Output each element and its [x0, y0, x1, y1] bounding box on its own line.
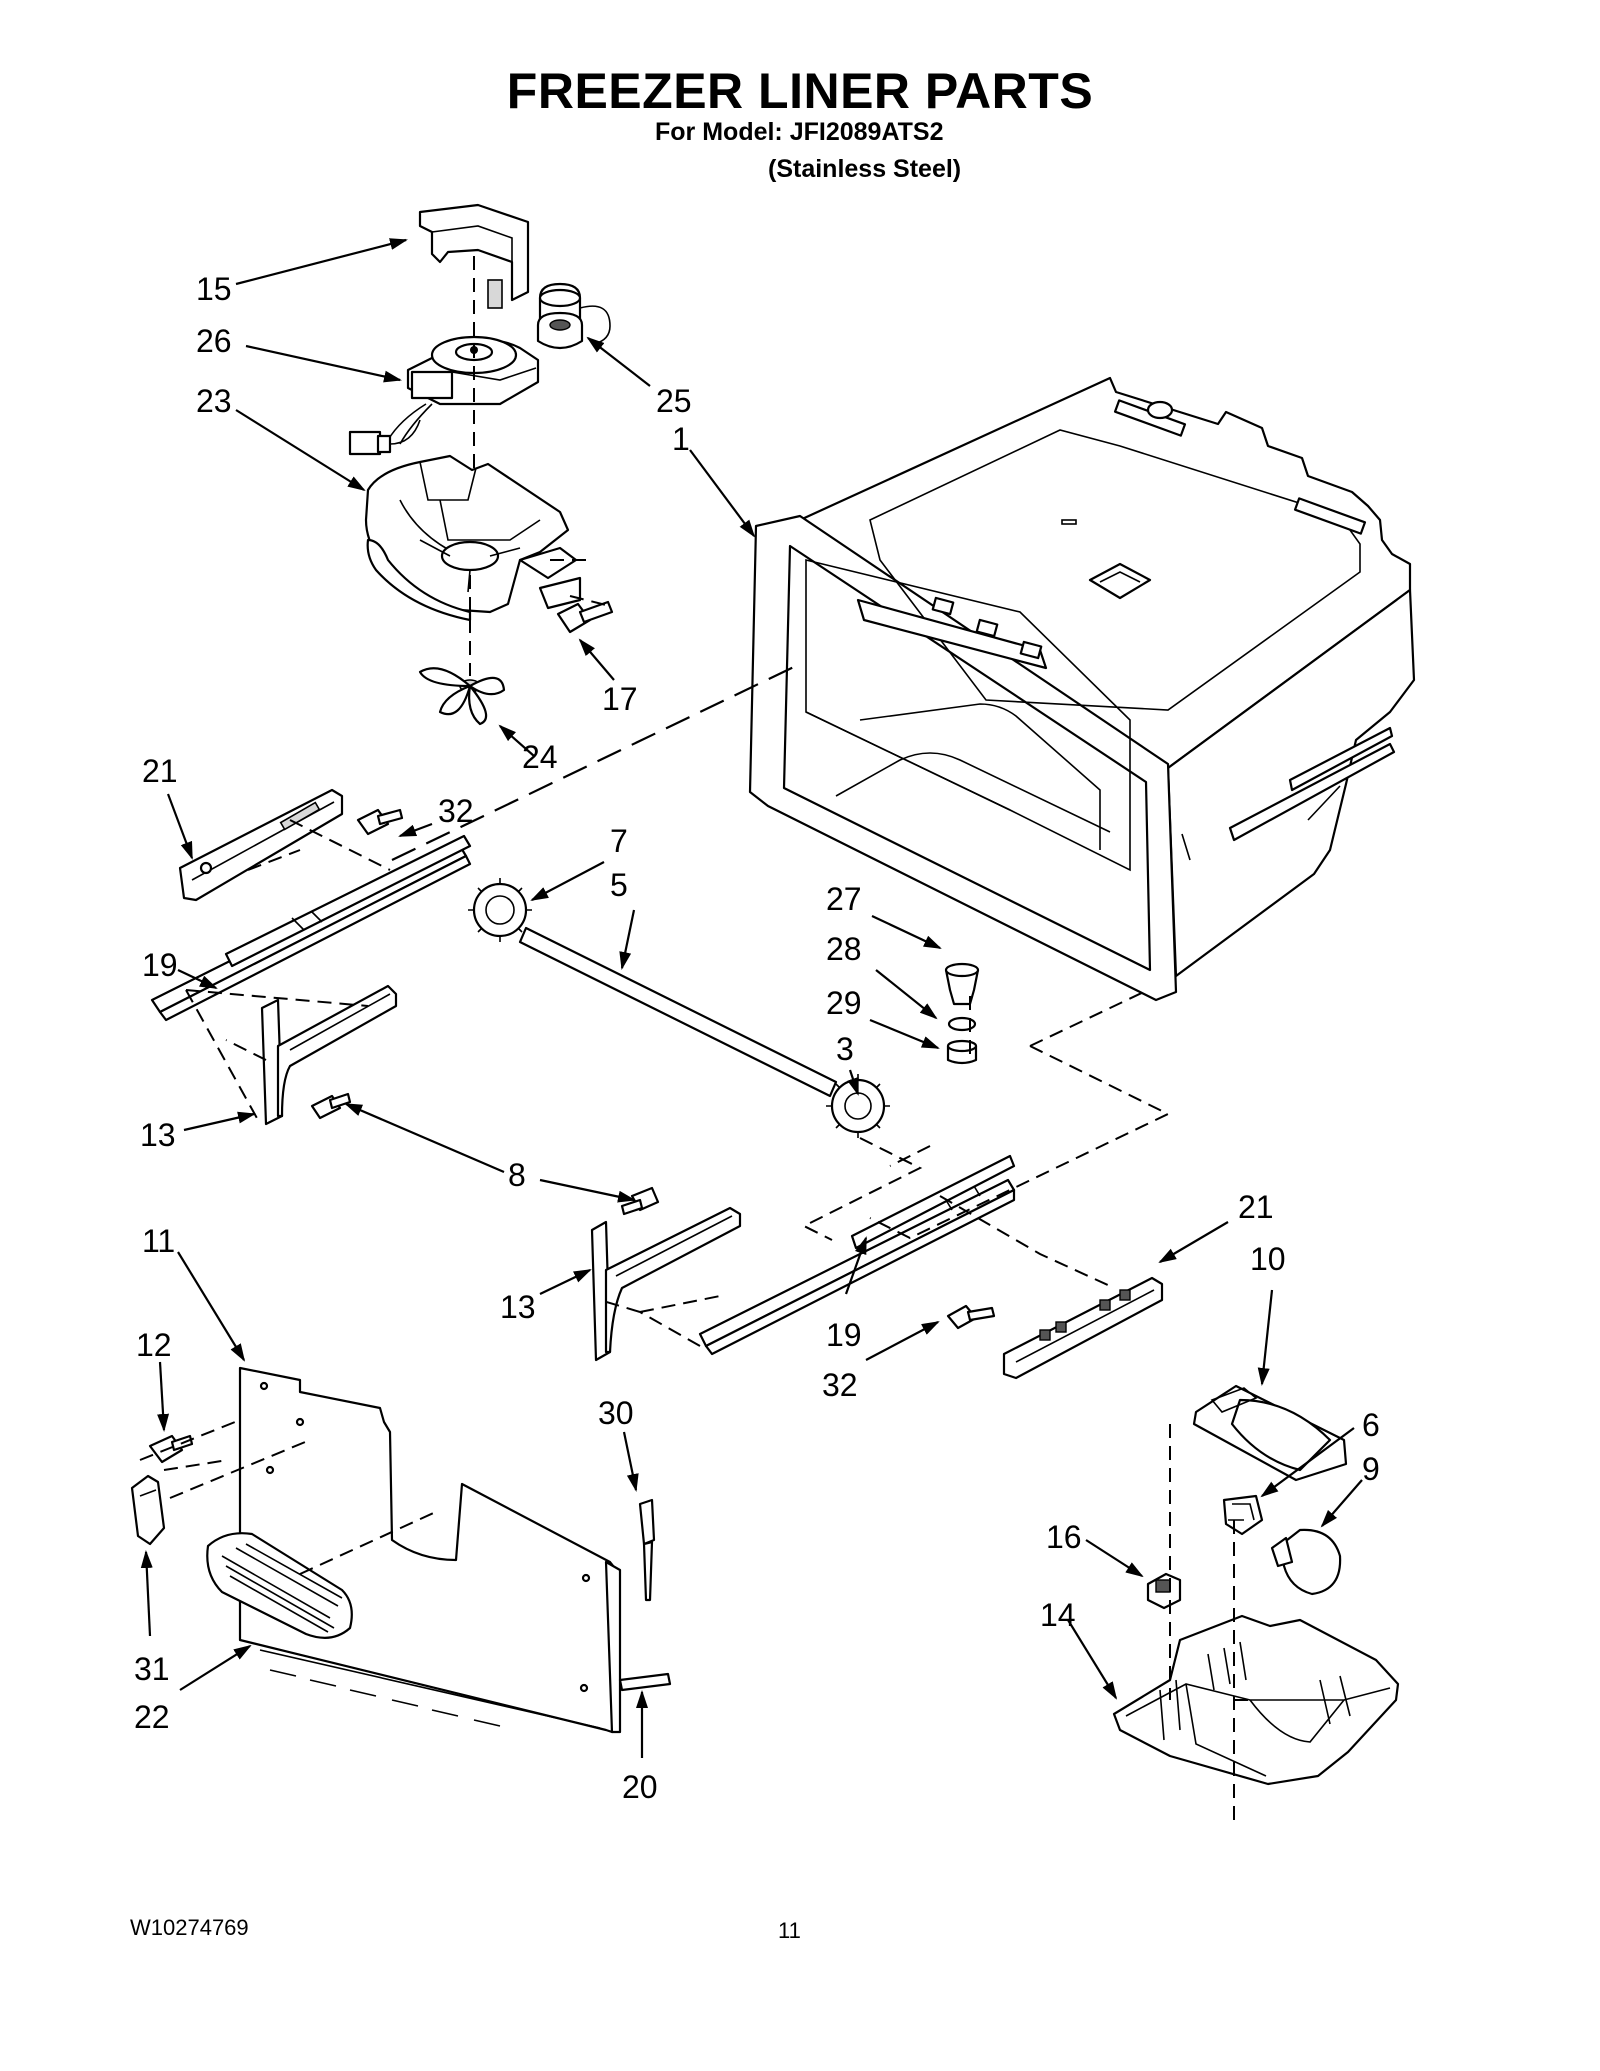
- callout-13-right: 13: [500, 1289, 536, 1325]
- callout-21-left: 21: [142, 753, 178, 789]
- model-variant: (Stainless Steel): [768, 155, 962, 183]
- part-14-light-housing: [1112, 1614, 1400, 1786]
- callout-19-right: 19: [826, 1317, 862, 1353]
- part-32-screw-right: [946, 1304, 996, 1330]
- part-19-left-slide-rail: [150, 834, 472, 1022]
- callout-numbers: 15 26 23 25 1 17 24 21 32 7 5 19 27 28 2…: [134, 271, 1380, 1805]
- part-11-cover-panel: [238, 1366, 622, 1734]
- part-15-fan-bracket: [418, 203, 530, 309]
- callout-10: 10: [1250, 1241, 1286, 1277]
- document-number: W10274769: [130, 1915, 249, 1940]
- part-16-switch: [1146, 1572, 1182, 1610]
- part-10-light-cover: [1192, 1384, 1348, 1482]
- part-26-fan-motor: [387, 335, 540, 445]
- callout-32-right: 32: [822, 1367, 858, 1403]
- part-27-bushing: [944, 962, 980, 1006]
- callout-8: 8: [508, 1157, 526, 1193]
- callout-27: 27: [826, 881, 862, 917]
- part-21-left-end-cap: [178, 788, 344, 902]
- part-32-screw-left: [356, 808, 404, 836]
- callout-29: 29: [826, 985, 862, 1021]
- part-17-screw: [556, 600, 614, 634]
- callout-25: 25: [656, 383, 692, 419]
- callout-28: 28: [826, 931, 862, 967]
- part-8-screw-left: [310, 1092, 352, 1120]
- callout-7: 7: [610, 823, 628, 859]
- assembly-dashed-lines: [139, 256, 1256, 1820]
- callout-6: 6: [1362, 1407, 1380, 1443]
- callout-14: 14: [1040, 1597, 1076, 1633]
- callout-leader-lines: [140, 238, 1363, 1758]
- callout-24: 24: [522, 739, 558, 775]
- part-31-clip: [130, 1474, 166, 1546]
- callout-22: 22: [134, 1699, 170, 1735]
- callout-13-left: 13: [140, 1117, 176, 1153]
- callout-15: 15: [196, 271, 232, 307]
- part-6-lamp-socket: [1222, 1494, 1264, 1536]
- page-number: 11: [778, 1918, 801, 1943]
- callout-21-right: 21: [1238, 1189, 1274, 1225]
- callout-17: 17: [602, 681, 638, 717]
- part-24-fan-blade: [418, 667, 506, 726]
- callout-1: 1: [672, 421, 690, 457]
- part-23-fan-housing: [364, 454, 582, 622]
- callout-12: 12: [136, 1327, 172, 1363]
- callout-11: 11: [142, 1223, 175, 1259]
- callout-26: 26: [196, 323, 232, 359]
- part-30-sensor-probe: [638, 1498, 656, 1602]
- callout-16: 16: [1046, 1519, 1082, 1555]
- model-line: For Model: JFI2089ATS2: [655, 118, 944, 146]
- part-8-screw-right: [620, 1186, 660, 1216]
- part-28-ring: [947, 1016, 977, 1032]
- part-9-light-bulb: [1270, 1528, 1342, 1596]
- callout-32-left: 32: [438, 793, 474, 829]
- part-12-screw: [148, 1434, 194, 1464]
- part-22-vent-grille: [206, 1532, 353, 1639]
- part-20-foam-strip: [618, 1672, 672, 1692]
- callout-23: 23: [196, 383, 232, 419]
- part-13-right-bracket: [590, 1206, 742, 1362]
- callout-19-left: 19: [142, 947, 178, 983]
- callout-5: 5: [610, 867, 628, 903]
- callout-30: 30: [598, 1395, 634, 1431]
- callout-9: 9: [1362, 1451, 1380, 1487]
- callout-20: 20: [622, 1769, 658, 1805]
- page-title: FREEZER LINER PARTS: [506, 63, 1094, 119]
- callout-3: 3: [836, 1031, 854, 1067]
- callout-31: 31: [134, 1651, 170, 1687]
- part-5-shaft: [518, 926, 838, 1098]
- part-21-right-end-cap: [1002, 1276, 1164, 1380]
- part-13-left-bracket: [260, 984, 398, 1126]
- part-1-freezer-liner: [748, 376, 1416, 1002]
- part-25-connector: [536, 282, 611, 350]
- part-7-gear: [468, 878, 532, 942]
- fan-harness-plug: [348, 419, 421, 456]
- part-29-cap: [946, 1039, 978, 1065]
